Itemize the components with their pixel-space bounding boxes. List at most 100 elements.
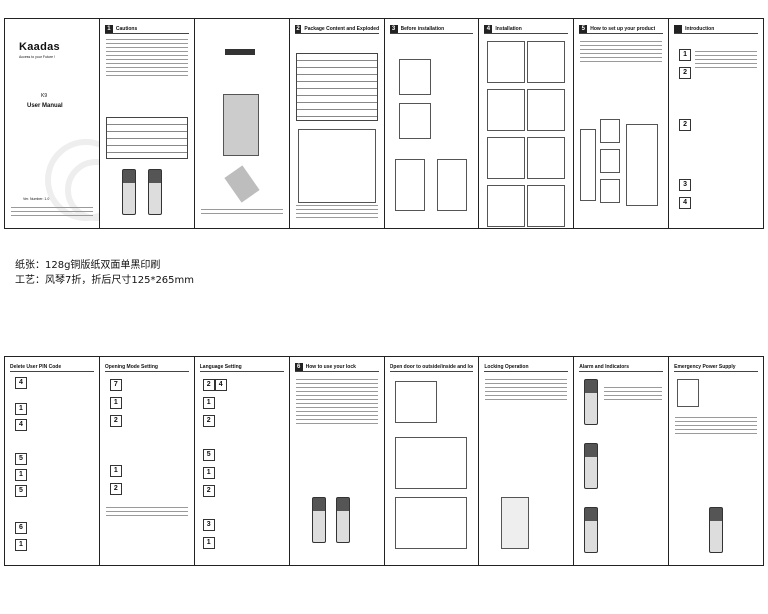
menu-tree-root (580, 129, 597, 201)
package-table (295, 53, 378, 121)
step-number: 1 (202, 397, 215, 409)
lock-diagram (335, 497, 350, 543)
step-number: 1 (15, 539, 27, 551)
cover-panel: Kaadas Access to your Future ! K9 User M… (4, 18, 99, 229)
lock-diagram (394, 497, 467, 549)
step-number: 2 (202, 485, 215, 497)
step-number: 1 (15, 469, 27, 481)
install-step-2 (527, 41, 566, 83)
left-hand-door (394, 159, 425, 211)
lock-diagram (584, 443, 599, 489)
step-number: 5 (15, 453, 27, 465)
panel-header: Locking Operation (484, 362, 569, 372)
lock-diagram (584, 507, 599, 553)
panel-header: Open door to outside/inside and lock (389, 362, 474, 372)
parts-note (200, 209, 283, 217)
panel-alarm: Alarm and Indicators (573, 356, 669, 566)
exploded-legend (295, 205, 378, 221)
right-hand-door (436, 159, 467, 211)
step-number: 4 (15, 377, 27, 389)
print-spec-process: 工艺：风琴7折，折后尺寸125*265mm (15, 275, 195, 286)
battery-diagram (677, 379, 700, 407)
panel-locking: Locking Operation (478, 356, 574, 566)
install-step-7 (487, 185, 526, 227)
step-number: 3 (679, 179, 692, 191)
print-spec-paper: 纸张：128g铜版纸双面单黑印刷 (15, 260, 161, 271)
step-number: 1 (15, 403, 27, 415)
menu-tree-node (600, 119, 621, 143)
door-thickness-diagram (398, 59, 431, 95)
locking-text (485, 379, 568, 403)
step-number: 1 (109, 397, 122, 409)
panel-header: Emergency Power Supply (674, 362, 758, 372)
step-number: 2 (109, 483, 122, 495)
step-number: 2 (202, 379, 215, 391)
step-number: 4 (679, 197, 692, 209)
keypad-image (501, 497, 530, 549)
exploded-view-diagram (297, 129, 376, 203)
step-number: 4 (214, 379, 227, 391)
door-diagram (394, 381, 437, 423)
door-direction-diagram (398, 103, 431, 139)
handle-diagram (394, 437, 467, 489)
cautions-text (105, 39, 188, 79)
step-number: 1 (202, 467, 215, 479)
lock-diagram (311, 497, 326, 543)
panel-header: Language Setting (199, 362, 284, 372)
install-step-6 (527, 137, 566, 179)
manual-front-side: Kaadas Access to your Future ! K9 User M… (4, 18, 764, 229)
panel-mortise-parts (193, 18, 289, 229)
step-number: 2 (202, 415, 215, 427)
install-step-8 (527, 185, 566, 227)
step-number: 4 (15, 419, 27, 431)
step-number: 3 (202, 519, 215, 531)
step-number: 1 (679, 49, 692, 61)
manual-back-side: Delete User PIN Code 4 1 4 5 1 5 6 1 Ope… (4, 356, 764, 566)
cover-title: User Manual (27, 103, 63, 109)
step-number: 1 (202, 537, 215, 549)
panel-introduction: Introduction 1 2 2 3 4 (668, 18, 764, 229)
intro-text (695, 51, 757, 71)
step-number: 5 (15, 485, 27, 497)
panel-delete-user: Delete User PIN Code 4 1 4 5 1 5 6 1 (4, 356, 99, 566)
cover-slogan: Access to your Future ! (19, 55, 55, 59)
cover-version: Ver. Number: 1.0 (23, 197, 50, 201)
setup-intro (580, 41, 663, 65)
use-lock-text (295, 379, 378, 427)
step-number: 7 (109, 379, 122, 391)
panel-language: Language Setting 2 4 1 2 5 1 2 3 1 (193, 356, 289, 566)
panel-header: Alarm and Indicators (579, 362, 664, 372)
step-number: 2 (679, 67, 692, 79)
step-number: 1 (109, 465, 122, 477)
panel-emergency-power: Emergency Power Supply (668, 356, 764, 566)
panel-header: Opening Mode Setting (104, 362, 189, 372)
opening-mode-note (105, 507, 188, 519)
menu-tree-node (600, 149, 621, 173)
panel-header: Delete User PIN Code (10, 362, 94, 372)
emergency-text (675, 417, 757, 437)
spec-table (105, 117, 188, 159)
install-step-3 (487, 89, 526, 131)
step-number: 5 (202, 449, 215, 461)
menu-tree-leaves (626, 124, 659, 206)
cover-footer-text (11, 207, 93, 219)
step-number: 2 (679, 119, 692, 131)
cover-brand-logo: Kaadas (19, 41, 60, 53)
install-step-5 (487, 137, 526, 179)
cover-decor-circle-inner (65, 159, 99, 221)
install-step-4 (527, 89, 566, 131)
step-number: 6 (15, 522, 27, 534)
panel-opening-mode: Opening Mode Setting 7 1 2 1 2 (98, 356, 194, 566)
